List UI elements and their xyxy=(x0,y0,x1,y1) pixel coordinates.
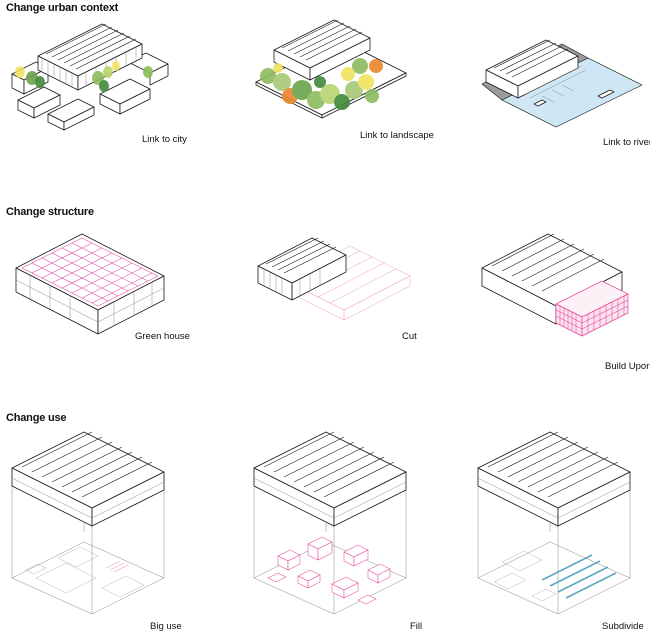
diagram-big-use xyxy=(11,431,165,615)
caption-cut: Cut xyxy=(402,331,417,342)
diagram-build-upon xyxy=(481,233,629,337)
diagram-cut xyxy=(257,237,411,321)
diagram-link-to-river xyxy=(481,39,643,128)
caption-build-upon: Build Upon xyxy=(605,361,650,372)
diagram-fill xyxy=(253,431,407,615)
diagram-link-to-landscape xyxy=(255,19,407,119)
caption-green-house: Green house xyxy=(135,331,190,342)
section-title-urban-context: Change urban context xyxy=(6,2,119,14)
section-title-use: Change use xyxy=(6,412,67,424)
caption-subdivide: Subdivide xyxy=(602,621,644,632)
caption-link-to-city: Link to city xyxy=(142,134,187,145)
caption-link-to-landscape: Link to landscape xyxy=(360,130,434,141)
diagram-green-house xyxy=(15,233,165,335)
caption-big-use: Big use xyxy=(150,621,182,632)
diagram-subdivide xyxy=(477,431,631,615)
section-title-structure: Change structure xyxy=(6,206,94,218)
diagram-link-to-city xyxy=(11,23,169,131)
caption-link-to-river: Link to river xyxy=(603,137,650,148)
caption-fill: Fill xyxy=(410,621,423,632)
